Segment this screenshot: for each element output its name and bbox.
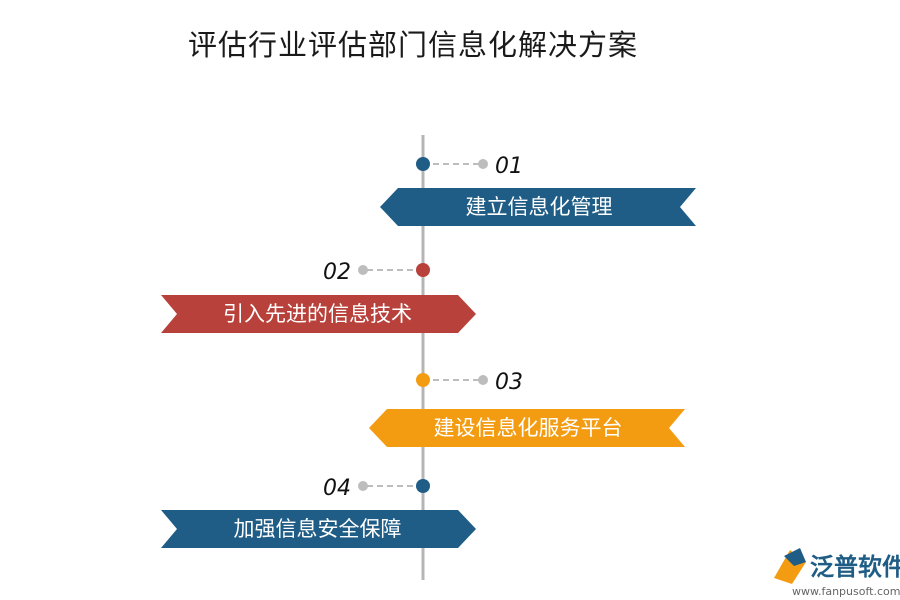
- step-label: 建立信息化管理: [466, 195, 613, 219]
- timeline-node: [416, 263, 430, 277]
- timeline-step-02: 引入先进的信息技术 02: [161, 260, 476, 333]
- step-number: 02: [323, 260, 351, 285]
- connector-end-dot: [358, 481, 368, 491]
- step-number: 03: [495, 370, 523, 395]
- connector-end-dot: [478, 159, 488, 169]
- timeline-step-03: 建设信息化服务平台 03: [369, 370, 685, 447]
- timeline-node: [416, 479, 430, 493]
- step-banner: [161, 295, 476, 333]
- timeline-step-01: 建立信息化管理 01: [380, 154, 696, 226]
- watermark-brand: 泛普软件: [810, 553, 900, 581]
- connector-end-dot: [358, 265, 368, 275]
- step-label: 引入先进的信息技术: [223, 302, 412, 326]
- step-banner: [161, 510, 476, 548]
- step-label: 加强信息安全保障: [234, 517, 402, 541]
- watermark: 泛普软件 www.fanpusoft.com: [774, 548, 900, 598]
- watermark-url: www.fanpusoft.com: [792, 585, 900, 598]
- step-label: 建设信息化服务平台: [434, 416, 623, 440]
- timeline-step-04: 加强信息安全保障 04: [161, 476, 476, 548]
- connector-end-dot: [478, 375, 488, 385]
- timeline-node: [416, 157, 430, 171]
- step-number: 04: [323, 476, 351, 501]
- timeline-node: [416, 373, 430, 387]
- step-banner: [369, 409, 685, 447]
- step-banner: [380, 188, 696, 226]
- page-title: 评估行业评估部门信息化解决方案: [188, 28, 639, 62]
- fanpu-logo-icon: [774, 548, 806, 584]
- step-number: 01: [495, 154, 523, 179]
